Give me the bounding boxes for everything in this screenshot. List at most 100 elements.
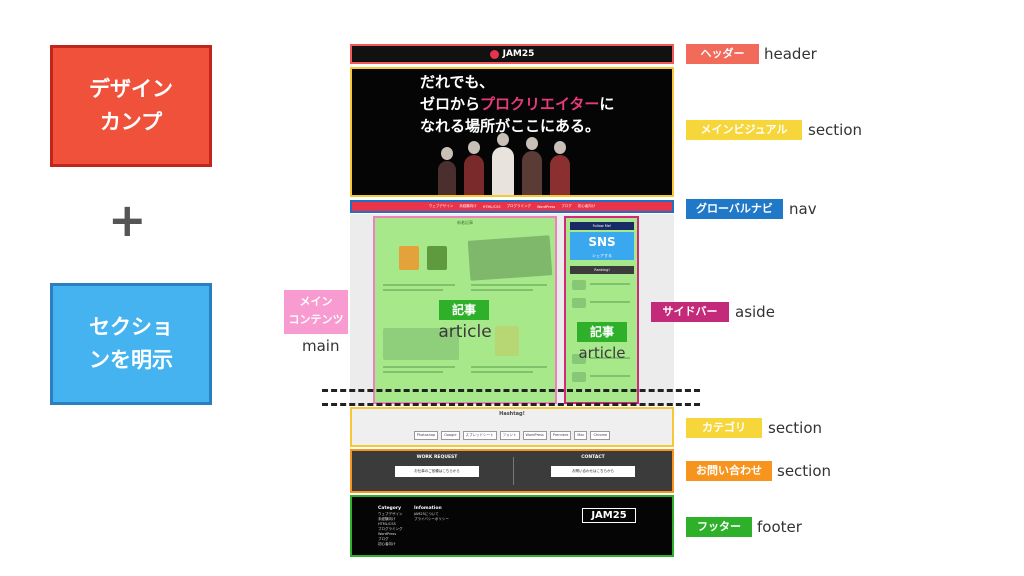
aside-article-chip: 記事 bbox=[577, 322, 627, 342]
category-tag: Mac bbox=[574, 431, 588, 440]
category-tag: Premiere bbox=[549, 431, 572, 440]
main-article-chip: 記事 bbox=[439, 300, 489, 320]
header-tag-en: header bbox=[764, 45, 817, 63]
visual-line-2: ゼロからプロクリエイターに bbox=[420, 93, 614, 115]
category-tag: Chrome bbox=[590, 431, 611, 440]
person-figure bbox=[492, 133, 514, 195]
mock-main-visual: だれでも、 ゼロからプロクリエイターに なれる場所がここにある。 bbox=[350, 67, 674, 197]
ranking-thumb bbox=[572, 372, 586, 382]
mock-contact: WORK REQUEST お仕事のご依頼はこちらから CONTACT お問い合わ… bbox=[350, 449, 674, 493]
work-request-title: WORK REQUEST bbox=[416, 455, 458, 460]
ranking-line bbox=[590, 283, 630, 285]
category-tag: フォント bbox=[499, 431, 520, 440]
header-tag: ヘッダー bbox=[686, 44, 759, 64]
html-icon bbox=[399, 246, 419, 270]
logo-icon bbox=[489, 49, 499, 59]
category-title: Hashtag! bbox=[499, 411, 525, 417]
ranking-thumb bbox=[572, 354, 586, 364]
visual-line-3: なれる場所がここにある。 bbox=[420, 117, 601, 135]
footer-link: HTML/CSS bbox=[378, 522, 396, 526]
footer-tag-en: footer bbox=[757, 518, 802, 536]
visual-copy: だれでも、 ゼロからプロクリエイターに なれる場所がここにある。 bbox=[420, 71, 614, 137]
excerpt-line bbox=[471, 371, 533, 373]
footer-tag: フッター bbox=[686, 517, 752, 537]
excerpt-line bbox=[383, 366, 455, 368]
nav-tag-en: nav bbox=[789, 200, 817, 218]
category-tag: スプレッドシート bbox=[462, 431, 497, 440]
visual-tag-en: section bbox=[808, 121, 863, 139]
wordpress-banner bbox=[467, 235, 553, 281]
visual-tag: メインビジュアル bbox=[686, 120, 802, 140]
visual-line-2-pre: ゼロから bbox=[420, 95, 481, 113]
footer-link: プログラミング bbox=[378, 527, 403, 531]
aside-ranking: Ranking! bbox=[570, 266, 634, 274]
main-content-tag-en: main bbox=[302, 337, 340, 355]
aside-tag: サイドバー bbox=[651, 302, 729, 322]
js-thumbnail bbox=[495, 326, 519, 356]
footer-info-column: Infomation JAM25について プライバシーポリシー bbox=[414, 505, 449, 522]
mock-footer: Category ウェブデザイン 未経験向け HTML/CSS プログラミング … bbox=[350, 495, 674, 557]
sns-sub: シェアする bbox=[592, 253, 612, 258]
person-figure bbox=[438, 147, 456, 195]
person-figure bbox=[522, 137, 542, 195]
footer-link: ウェブデザイン bbox=[378, 512, 403, 516]
nav-item: ウェブデザイン bbox=[428, 204, 454, 208]
dashed-separator bbox=[322, 389, 700, 392]
contact-divider bbox=[513, 457, 514, 485]
sns-label: SNS bbox=[588, 235, 616, 249]
ranking-line bbox=[590, 357, 630, 359]
mock-header: JAM25 bbox=[350, 44, 674, 64]
css-icon bbox=[427, 246, 447, 270]
design-comp-box: デザイン カンプ bbox=[50, 45, 212, 167]
nav-item: WordPress bbox=[537, 204, 556, 209]
ranking-thumb bbox=[572, 298, 586, 308]
contact-tag-label: お問い合わせ bbox=[686, 461, 772, 481]
category-tag: Google bbox=[441, 431, 460, 440]
mock-main-content: 新着記事 記事 article bbox=[373, 216, 557, 404]
person-figure bbox=[464, 141, 484, 195]
main-heading: 新着記事 bbox=[457, 220, 473, 225]
nav-item: 未経験向け bbox=[459, 204, 477, 208]
excerpt-line bbox=[471, 284, 547, 286]
nav-item: プログラミング bbox=[506, 204, 532, 208]
ranking-line bbox=[590, 375, 630, 377]
aside-article-word: article bbox=[578, 344, 626, 362]
aside-tag-en: aside bbox=[735, 303, 775, 321]
ranking-thumb bbox=[572, 280, 586, 290]
mock-category: Hashtag! Photoshop Google スプレッドシート フォント … bbox=[350, 407, 674, 447]
category-tags: Photoshop Google スプレッドシート フォント WordPress… bbox=[352, 431, 672, 440]
person-figure bbox=[550, 141, 570, 195]
category-tag-label: カテゴリ bbox=[686, 418, 762, 438]
footer-info-head: Infomation bbox=[414, 506, 442, 511]
nav-tag: グローバルナビ bbox=[686, 199, 783, 219]
main-article-word: article bbox=[438, 322, 492, 342]
mock-global-nav: ウェブデザイン 未経験向け HTML/CSS プログラミング WordPress… bbox=[350, 200, 674, 213]
sns-box: SNS シェアする bbox=[570, 232, 634, 260]
contact-tag-en: section bbox=[777, 462, 832, 480]
visual-line-2-post: に bbox=[599, 95, 615, 113]
contact-button: お問い合わせはこちらから bbox=[551, 466, 635, 477]
excerpt-line bbox=[471, 289, 533, 291]
footer-logo: JAM25 bbox=[582, 508, 636, 523]
ranking-line bbox=[590, 301, 630, 303]
footer-link: WordPress bbox=[378, 532, 397, 536]
nav-item: ブログ bbox=[561, 204, 572, 208]
excerpt-line bbox=[383, 284, 455, 286]
contact-column: CONTACT お問い合わせはこちらから bbox=[518, 455, 668, 477]
excerpt-line bbox=[383, 289, 443, 291]
dashed-separator bbox=[322, 403, 700, 406]
footer-link: プライバシーポリシー bbox=[414, 517, 449, 521]
main-content-tag: メイン コンテンツ bbox=[284, 290, 348, 334]
footer-link: JAM25について bbox=[414, 512, 439, 516]
footer-link: 未経験向け bbox=[378, 517, 396, 521]
visual-line-1: だれでも、 bbox=[420, 73, 495, 91]
excerpt-line bbox=[383, 371, 443, 373]
footer-category-column: Category ウェブデザイン 未経験向け HTML/CSS プログラミング … bbox=[378, 505, 403, 547]
visual-line-2-accent: プロクリエイター bbox=[480, 95, 600, 113]
header-logo-text: JAM25 bbox=[502, 49, 535, 59]
work-request-button: お仕事のご依頼はこちらから bbox=[395, 466, 479, 477]
nav-item: HTML/CSS bbox=[482, 204, 501, 209]
work-request-column: WORK REQUEST お仕事のご依頼はこちらから bbox=[362, 455, 512, 477]
category-tag: Photoshop bbox=[413, 431, 439, 440]
